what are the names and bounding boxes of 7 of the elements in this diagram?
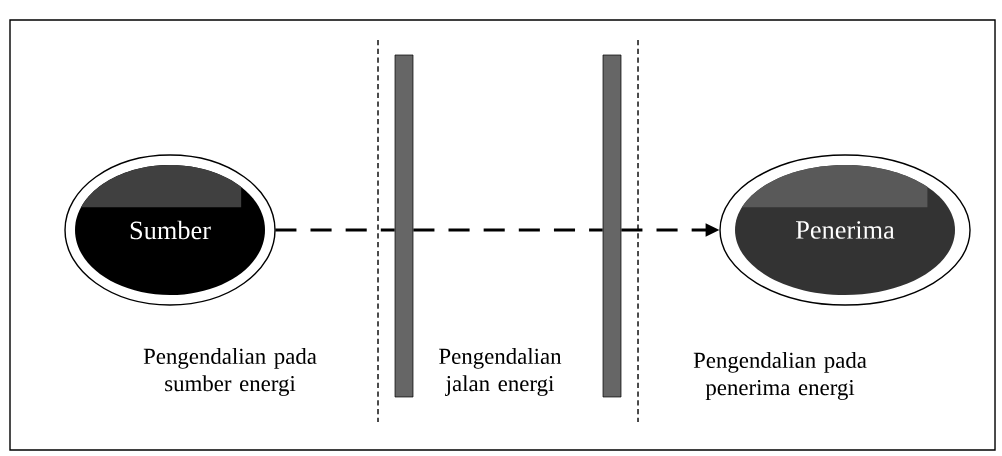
caption-text: Pengendalian pada penerima energi: [693, 352, 867, 400]
barrier-bar: [602, 54, 622, 398]
ellipse-node: Sumber: [64, 154, 276, 306]
barrier-bar: [394, 54, 414, 398]
ellipse-node: Penerima: [719, 154, 971, 306]
caption-text: Pengendalian jalan energi: [439, 348, 562, 396]
caption-text: Pengendalian pada sumber energi: [143, 348, 317, 396]
